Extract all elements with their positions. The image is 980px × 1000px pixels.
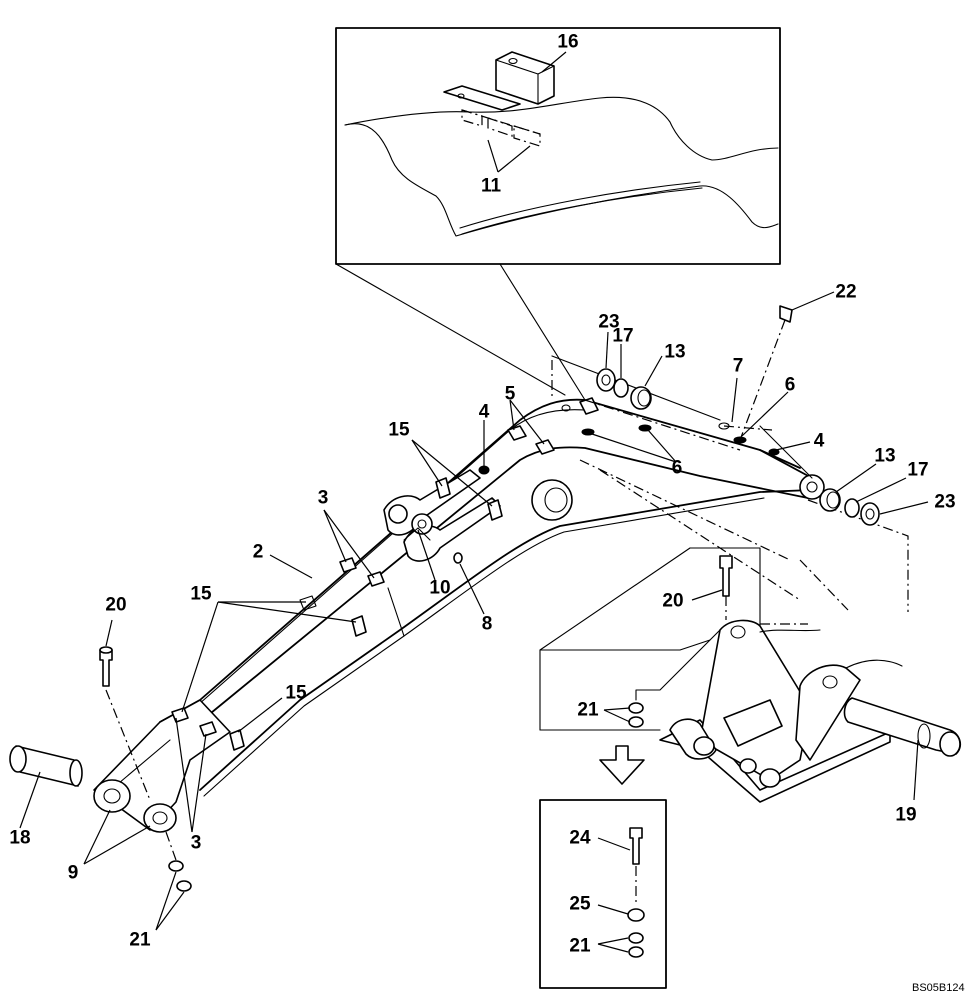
foot-hardware <box>596 305 880 526</box>
callout-10: 10 <box>429 577 451 599</box>
callout-11: 11 <box>480 175 502 197</box>
boom-body <box>93 397 825 833</box>
callout-21-left: 21 <box>129 929 151 951</box>
callout-7: 7 <box>732 355 744 377</box>
callout-24: 24 <box>569 827 591 849</box>
callout-13-top: 13 <box>664 341 686 363</box>
callout-21-right: 21 <box>577 699 599 721</box>
left-hardware <box>9 646 192 892</box>
callout-13-right: 13 <box>874 445 896 467</box>
callout-8: 8 <box>481 613 493 635</box>
callout-5: 5 <box>504 383 516 405</box>
callout-25: 25 <box>569 893 591 915</box>
down-arrow-icon <box>599 745 645 785</box>
alternative-hardware-inset <box>539 799 667 989</box>
callout-15-lower: 15 <box>285 682 307 704</box>
callout-18: 18 <box>9 827 31 849</box>
callout-2: 2 <box>252 541 264 563</box>
callout-6-right: 6 <box>784 374 796 396</box>
callout-3-lower: 3 <box>190 832 202 854</box>
callout-15-top: 15 <box>388 419 410 441</box>
callout-19: 19 <box>895 804 917 826</box>
callout-17-top: 17 <box>612 325 634 347</box>
frame-bracket <box>539 547 962 803</box>
callout-21-inset: 21 <box>569 935 591 957</box>
callout-15-left: 15 <box>190 583 212 605</box>
detail-inset <box>335 27 781 401</box>
callout-4-center: 4 <box>478 401 490 423</box>
callout-3-upper: 3 <box>317 487 329 509</box>
callout-23-top: 23 <box>598 311 620 333</box>
callout-20-left: 20 <box>105 594 127 616</box>
callout-22: 22 <box>835 281 857 303</box>
callout-23-right: 23 <box>934 491 956 513</box>
callout-16: 16 <box>557 31 579 53</box>
callout-6-center: 6 <box>671 457 683 479</box>
figure-reference: BS05B124 <box>912 982 965 994</box>
leader-lines <box>19 51 929 953</box>
callout-9: 9 <box>67 862 79 884</box>
callout-4-right: 4 <box>813 430 825 452</box>
callout-20-right: 20 <box>662 590 684 612</box>
callout-17-right: 17 <box>907 459 929 481</box>
